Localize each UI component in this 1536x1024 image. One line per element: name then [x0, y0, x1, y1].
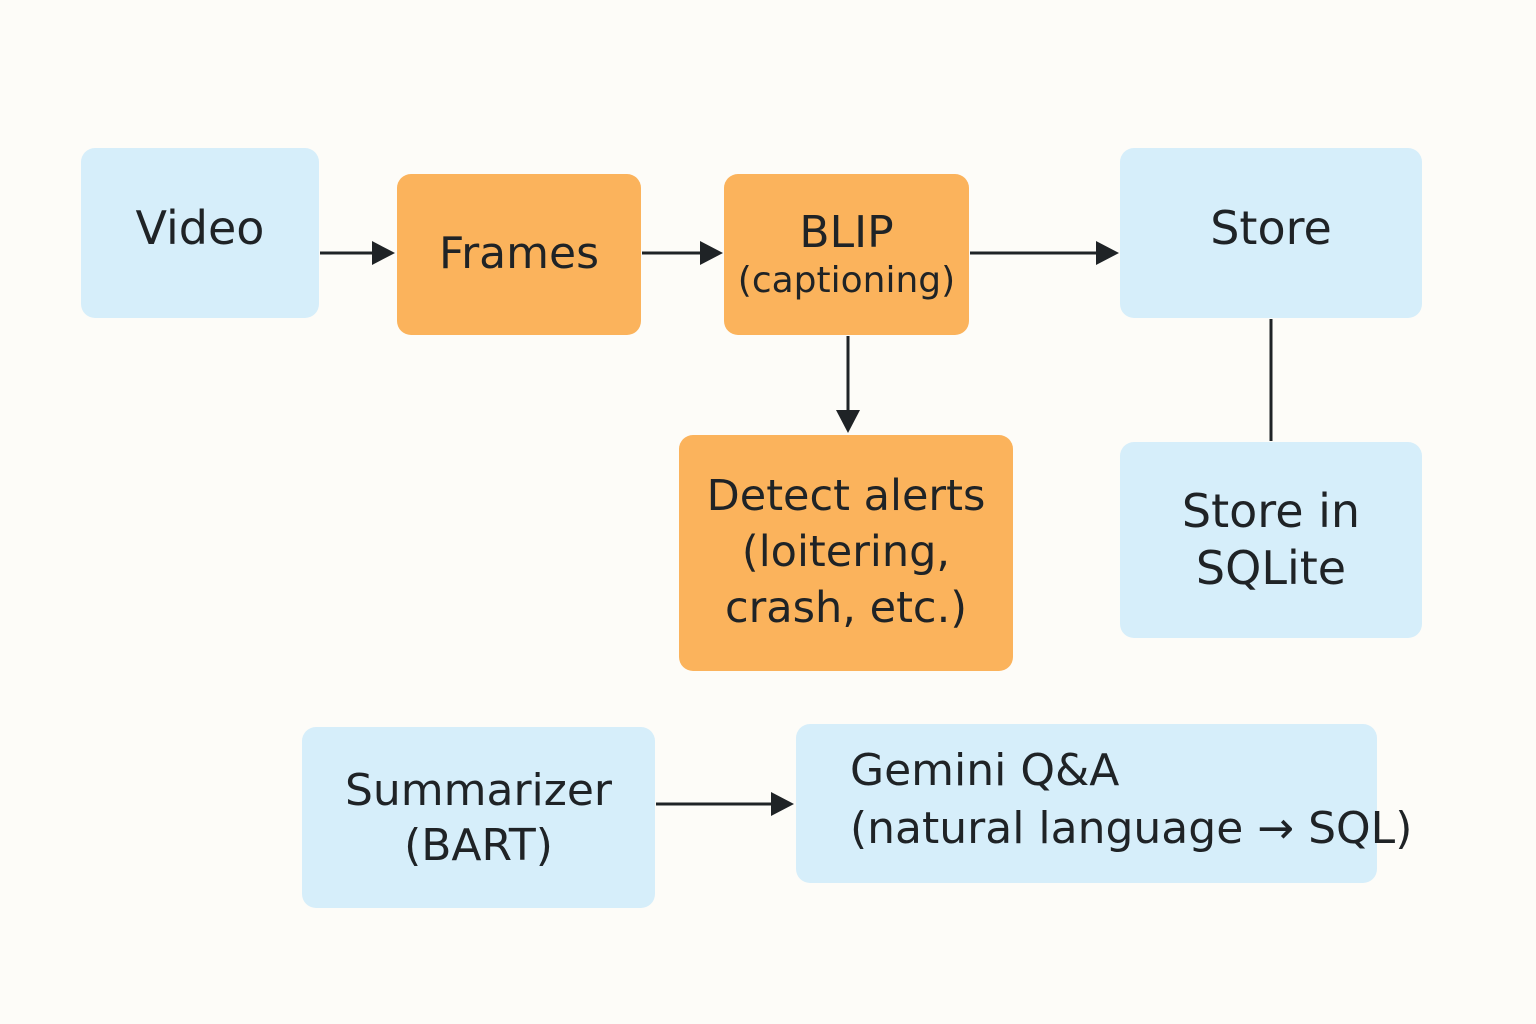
edge-blip-to-alerts: [836, 336, 860, 433]
node-alerts-line3: crash, etc.): [724, 582, 968, 633]
node-detect-alerts: Detect alerts (loitering, crash, etc.): [679, 435, 1013, 671]
node-summarizer-line2: (BART): [404, 819, 553, 871]
node-sqlite-line2: SQLite: [1195, 541, 1347, 595]
node-summarizer-line1: Summarizer: [344, 764, 613, 816]
arrowhead-icon: [372, 241, 395, 265]
node-store: Store: [1120, 148, 1422, 318]
arrowhead-icon: [700, 241, 723, 265]
node-video: Video: [81, 148, 319, 318]
node-video-label: Video: [135, 201, 265, 256]
node-gemini-line2: (natural language → SQL): [850, 802, 1413, 854]
edge-blip-to-store: [970, 241, 1119, 265]
node-gemini-line1: Gemini Q&A: [850, 745, 1120, 797]
node-alerts-line2: (loitering,: [741, 527, 951, 578]
node-blip: BLIP (captioning): [724, 174, 969, 335]
node-blip-title: BLIP: [799, 206, 894, 258]
edge-video-to-frames: [320, 241, 395, 265]
node-frames: Frames: [397, 174, 641, 335]
node-frames-label: Frames: [438, 228, 599, 280]
node-alerts-line1: Detect alerts: [706, 471, 986, 522]
edge-frames-to-blip: [642, 241, 723, 265]
arrowhead-icon: [771, 792, 794, 816]
node-store-label: Store: [1210, 201, 1332, 256]
arrowhead-icon: [836, 410, 860, 433]
node-blip-subtitle: (captioning): [737, 260, 956, 302]
node-gemini-qa: Gemini Q&A (natural language → SQL): [796, 724, 1412, 883]
node-summarizer: Summarizer (BART): [302, 727, 655, 908]
node-store-sqlite: Store in SQLite: [1120, 442, 1422, 638]
edge-summarizer-to-gemini: [656, 792, 794, 816]
arrowhead-icon: [1096, 241, 1119, 265]
node-sqlite-line1: Store in: [1181, 483, 1361, 538]
